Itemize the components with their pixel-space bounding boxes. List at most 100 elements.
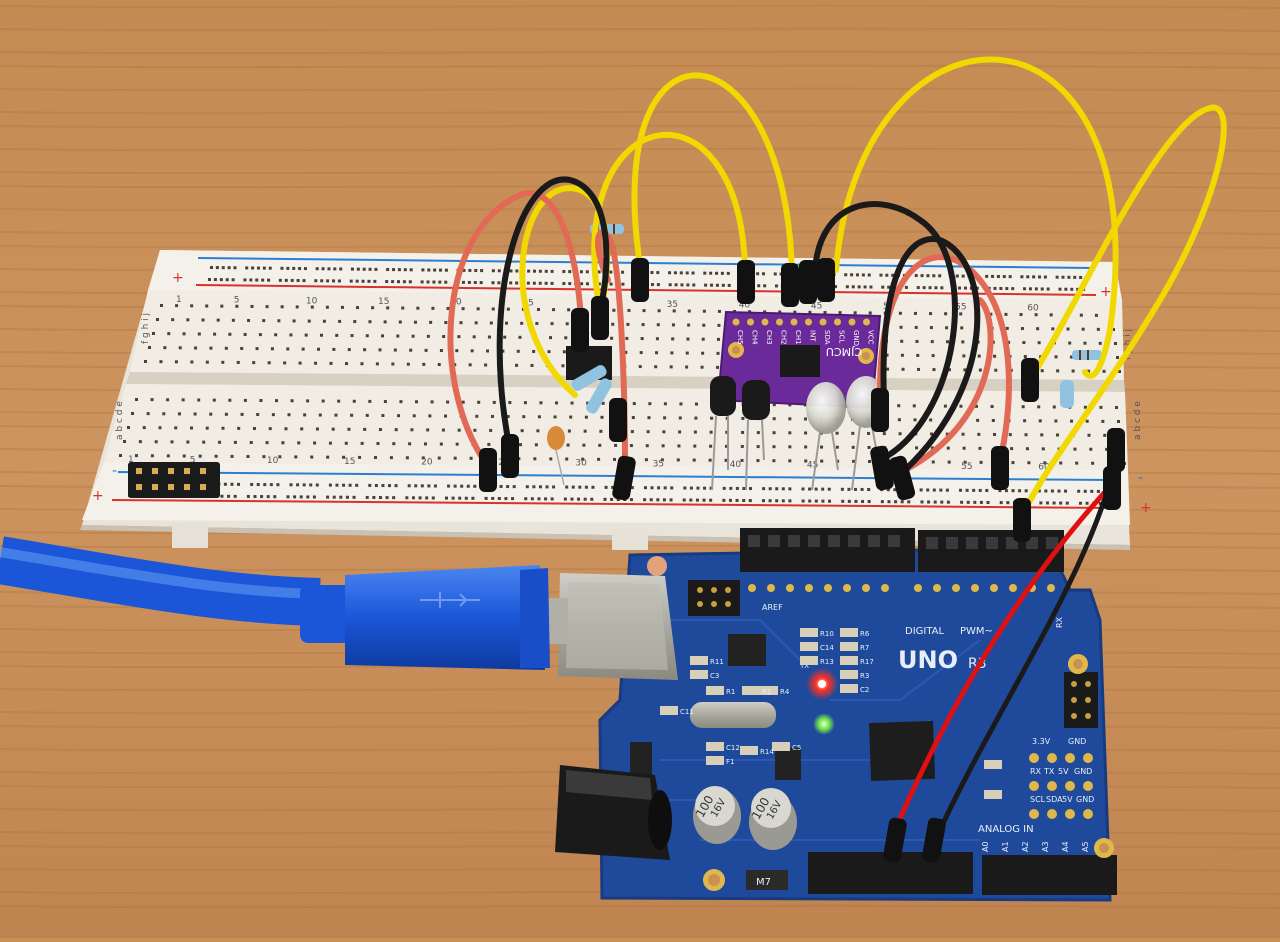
reset-button[interactable] bbox=[647, 556, 667, 576]
breadboard-hole bbox=[491, 281, 495, 285]
breadboard-hole bbox=[788, 499, 792, 503]
wire-yellow-2 bbox=[591, 131, 748, 313]
breadboard-hole bbox=[189, 426, 193, 430]
breadboard-hole bbox=[671, 323, 675, 327]
breadboard-hole bbox=[446, 307, 450, 311]
breadboard-hole bbox=[649, 498, 653, 502]
column-number: 15 bbox=[378, 297, 389, 307]
wire-yellow-5 bbox=[1022, 104, 1227, 513]
breadboard-hole bbox=[289, 483, 293, 487]
breadboard-hole bbox=[230, 482, 234, 486]
breadboard-hole bbox=[563, 497, 567, 501]
breadboard-hole bbox=[662, 498, 666, 502]
breadboard-hole bbox=[1034, 287, 1038, 291]
breadboard-hole bbox=[278, 455, 282, 459]
breadboard-hole bbox=[626, 322, 630, 326]
jumper-plugs bbox=[479, 258, 1125, 863]
breadboard-hole bbox=[287, 413, 291, 417]
breadboard-hole bbox=[663, 486, 667, 490]
breadboard-hole bbox=[851, 285, 855, 289]
breadboard-hole bbox=[1056, 433, 1060, 437]
breadboard-hole bbox=[570, 497, 574, 501]
breadboard-hole bbox=[208, 278, 211, 281]
breadboard-hole bbox=[407, 484, 411, 488]
breadboard-hole bbox=[621, 270, 625, 274]
breadboard-hole bbox=[961, 274, 965, 278]
breadboard-hole bbox=[174, 426, 178, 430]
component-code: C3 bbox=[710, 672, 719, 680]
smd-component bbox=[740, 746, 758, 755]
breadboard-hole bbox=[676, 458, 680, 462]
breadboard-hole bbox=[979, 500, 983, 504]
breadboard-hole bbox=[702, 498, 706, 502]
breadboard-hole bbox=[462, 268, 466, 272]
breadboard-hole bbox=[946, 446, 950, 450]
jumper-wires bbox=[447, 56, 1227, 833]
breadboard-hole bbox=[218, 440, 222, 444]
analog-pin-label: A2 bbox=[1021, 841, 1030, 852]
breadboard-hole bbox=[1050, 489, 1054, 493]
breadboard-hole bbox=[585, 270, 589, 274]
breadboard-hole bbox=[700, 365, 704, 369]
breadboard-hole bbox=[598, 443, 602, 447]
breadboard-hole bbox=[702, 323, 706, 327]
breadboard-hole bbox=[267, 278, 271, 282]
breadboard-hole bbox=[836, 459, 840, 463]
breadboard-hole bbox=[253, 495, 257, 499]
breadboard-hole bbox=[1037, 489, 1041, 493]
row-letters-bottom: a b c d e bbox=[115, 401, 125, 440]
breadboard-hole bbox=[1020, 327, 1024, 331]
breadboard-hole bbox=[362, 267, 366, 271]
breadboard-hole bbox=[163, 346, 167, 350]
breadboard-hole bbox=[788, 417, 792, 421]
breadboard-hole bbox=[549, 336, 553, 340]
breadboard-hole bbox=[768, 499, 772, 503]
dc-power-jack bbox=[555, 765, 672, 860]
breadboard-hole bbox=[1073, 447, 1077, 451]
breadboard-hole bbox=[663, 416, 667, 420]
smd-component bbox=[690, 656, 708, 665]
breadboard-hole bbox=[820, 445, 824, 449]
breadboard-hole bbox=[437, 456, 441, 460]
breadboard-hole bbox=[524, 497, 528, 501]
wood-grain-line bbox=[0, 50, 1280, 55]
breadboard-hole bbox=[265, 305, 269, 309]
wood-grain-line bbox=[0, 27, 1280, 32]
breadboard-hole bbox=[504, 497, 508, 501]
breadboard-hole bbox=[534, 443, 538, 447]
breadboard-hole bbox=[581, 457, 585, 461]
breadboard-hole bbox=[294, 455, 298, 459]
clear-led-1 bbox=[806, 382, 846, 491]
breadboard-hole bbox=[1011, 287, 1015, 291]
module-pin-pad bbox=[790, 318, 798, 326]
breadboard-hole bbox=[224, 412, 228, 416]
breadboard-hole bbox=[424, 348, 428, 352]
breadboard-hole bbox=[932, 274, 936, 278]
wire-black-3 bbox=[880, 236, 981, 473]
breadboard-hole bbox=[931, 354, 935, 358]
breadboard-hole bbox=[477, 400, 481, 404]
breadboard-hole bbox=[609, 282, 613, 286]
breadboard-hole bbox=[439, 442, 443, 446]
breadboard-hole bbox=[959, 488, 963, 492]
breadboard-hole bbox=[1002, 275, 1006, 279]
main-mcu-chip bbox=[869, 720, 936, 782]
breadboard-hole bbox=[300, 427, 304, 431]
breadboard-hole bbox=[861, 499, 865, 503]
column-number: 40 bbox=[739, 301, 751, 311]
breadboard-hole bbox=[585, 282, 589, 286]
breadboard-hole bbox=[679, 271, 683, 275]
breadboard-hole bbox=[696, 486, 700, 490]
breadboard-hole bbox=[709, 430, 713, 434]
breadboard-hole bbox=[321, 399, 325, 403]
breadboard-hole bbox=[990, 404, 994, 408]
breadboard-hole bbox=[897, 404, 901, 408]
breadboard-hole bbox=[261, 278, 265, 282]
breadboard-hole bbox=[1058, 287, 1062, 291]
breadboard-hole bbox=[457, 428, 461, 432]
breadboard-hole bbox=[175, 304, 179, 308]
breadboard-hole bbox=[763, 284, 767, 288]
breadboard-hole bbox=[363, 427, 367, 431]
breadboard-hole bbox=[570, 401, 574, 405]
breadboard-hole bbox=[788, 459, 792, 463]
